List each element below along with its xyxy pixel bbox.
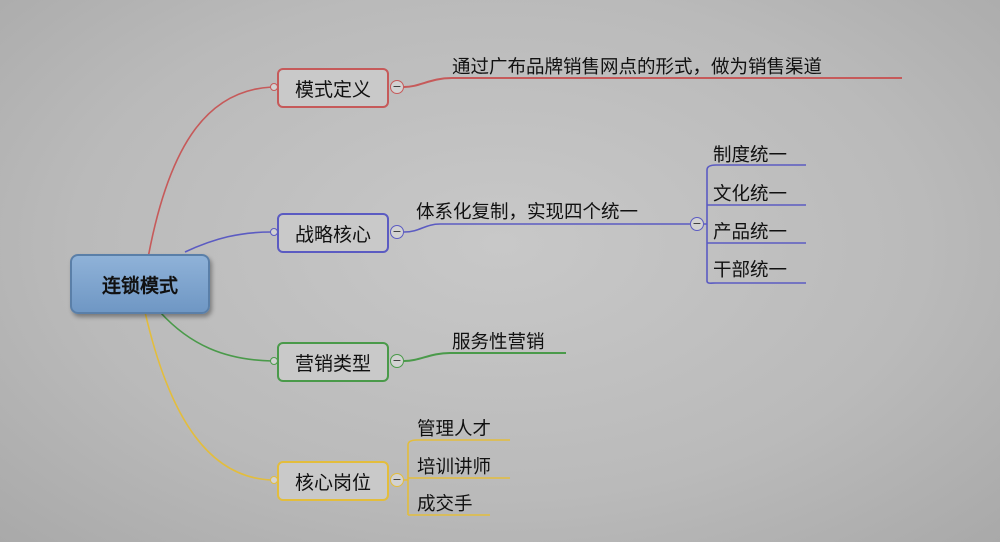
collapse-minus-icon[interactable]: − xyxy=(690,217,704,231)
branch-positions-label: 核心岗位 xyxy=(294,471,371,494)
link-strategy xyxy=(184,231,273,253)
link-strategy-items xyxy=(704,164,806,284)
strategy-item: 制度统一 xyxy=(713,145,788,166)
strategy-detail-text: 体系化复制，实现四个统一 xyxy=(416,202,639,223)
positions-item: 管理人才 xyxy=(417,419,492,440)
strategy-item: 产品统一 xyxy=(713,222,788,243)
definition-detail-text: 通过广布品牌销售网点的形式，做为销售渠道 xyxy=(452,57,823,78)
collapse-minus-icon[interactable]: − xyxy=(390,80,404,94)
branch-definition[interactable]: 模式定义 xyxy=(277,68,389,108)
link-marketing xyxy=(159,311,273,362)
branch-definition-label: 模式定义 xyxy=(294,78,371,101)
link-marketing-detail xyxy=(403,352,566,362)
branch-strategy-label: 战略核心 xyxy=(294,223,371,246)
branch-strategy[interactable]: 战略核心 xyxy=(277,213,389,253)
link-strategy-detail xyxy=(403,223,690,233)
branch-marketing-label: 营销类型 xyxy=(294,352,371,375)
branch-marketing[interactable]: 营销类型 xyxy=(277,342,389,382)
collapse-minus-icon[interactable]: − xyxy=(390,225,404,239)
root-node[interactable]: 连锁模式 xyxy=(70,254,210,314)
link-definition-detail xyxy=(403,77,902,88)
strategy-item: 干部统一 xyxy=(713,260,788,281)
collapse-minus-icon[interactable]: − xyxy=(390,473,404,487)
strategy-item: 文化统一 xyxy=(713,184,788,205)
positions-item: 培训讲师 xyxy=(417,457,492,478)
link-positions xyxy=(144,311,273,481)
positions-item: 成交手 xyxy=(417,494,473,515)
branch-positions[interactable]: 核心岗位 xyxy=(277,461,389,501)
marketing-detail-text: 服务性营销 xyxy=(452,332,545,353)
collapse-minus-icon[interactable]: − xyxy=(390,354,404,368)
root-label: 连锁模式 xyxy=(101,274,178,297)
link-definition xyxy=(147,86,273,259)
